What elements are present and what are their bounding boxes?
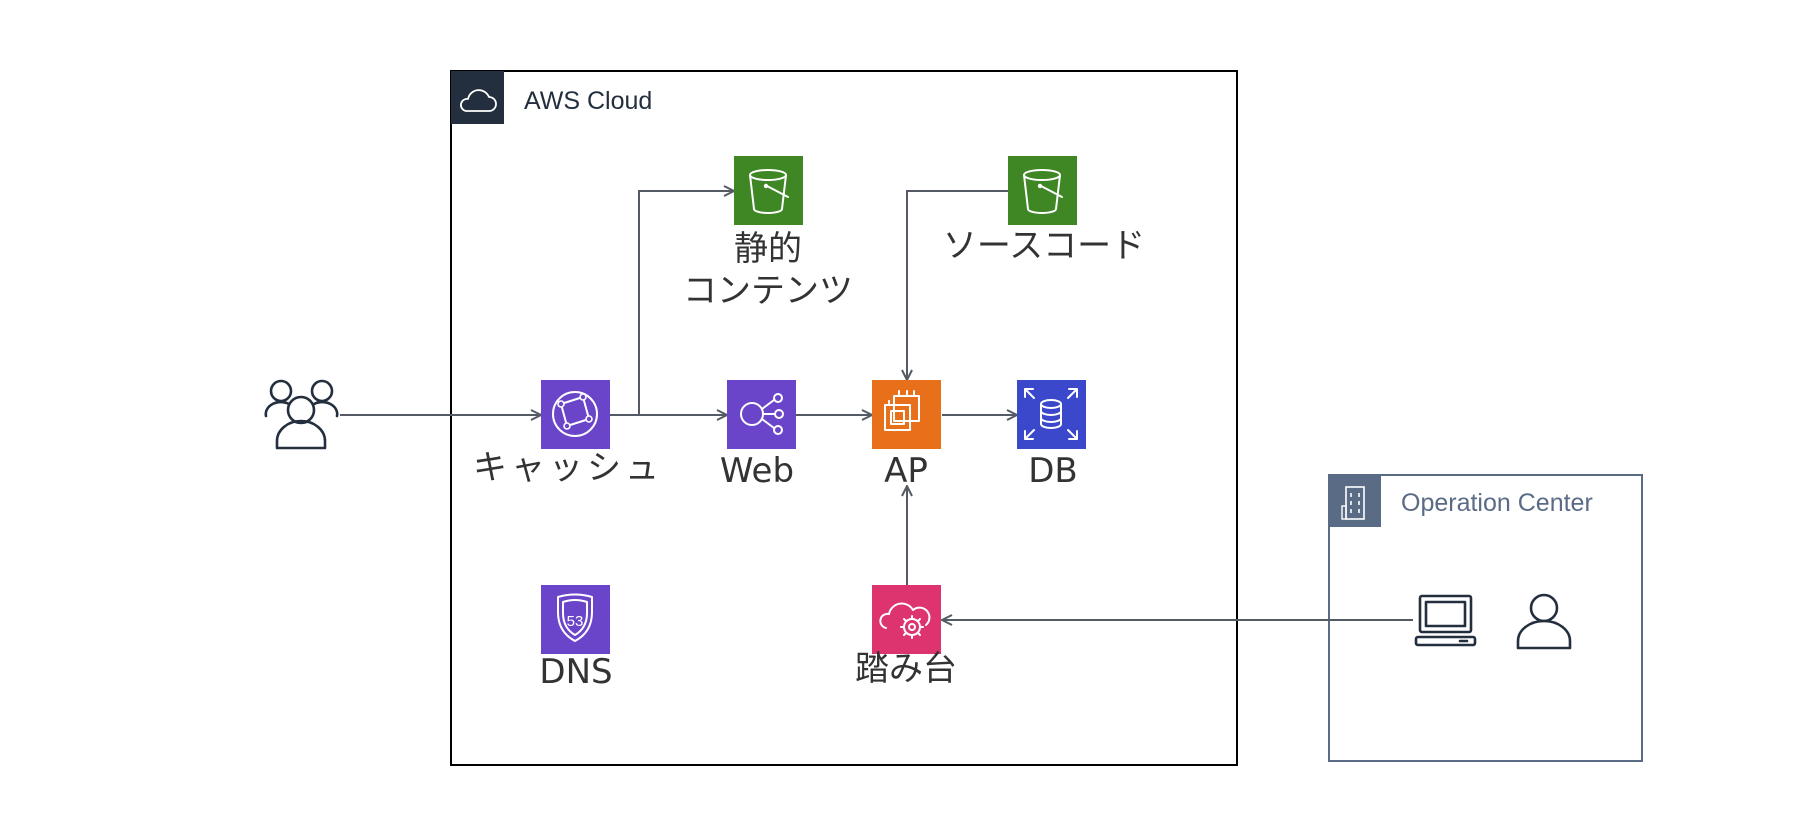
ap-node[interactable]: AP bbox=[872, 380, 941, 491]
connections bbox=[340, 191, 1413, 620]
edge-source-ap bbox=[907, 190, 1008, 380]
web-label: Web bbox=[720, 451, 794, 491]
static-content-node[interactable]: 静的 コンテンツ bbox=[683, 156, 853, 311]
static-content-label-line1: 静的 bbox=[734, 229, 802, 269]
cloud-icon bbox=[460, 89, 497, 112]
aws-group-header-bg bbox=[451, 71, 504, 124]
load-balancer-icon bbox=[727, 380, 796, 449]
bastion-node[interactable]: 踏み台 bbox=[855, 585, 957, 689]
cloudfront-icon bbox=[541, 380, 610, 449]
operation-center-group: Operation Center bbox=[1328, 474, 1643, 762]
users-icon bbox=[264, 379, 339, 450]
bastion-label: 踏み台 bbox=[855, 649, 957, 689]
static-content-label-line2: コンテンツ bbox=[683, 271, 853, 311]
source-code-node[interactable]: ソースコード bbox=[943, 156, 1145, 266]
operation-group-title: Operation Center bbox=[1401, 489, 1593, 517]
s3-bucket-icon bbox=[734, 156, 803, 225]
aws-group-title: AWS Cloud bbox=[524, 87, 652, 115]
aws-cloud-group: AWS Cloud bbox=[450, 70, 1238, 766]
cache-node[interactable]: キャッシュ bbox=[473, 380, 663, 488]
web-node[interactable]: Web bbox=[720, 380, 796, 491]
cloud-gear-icon bbox=[872, 585, 941, 654]
db-node[interactable]: DB bbox=[1017, 380, 1086, 491]
db-label: DB bbox=[1028, 451, 1078, 491]
dns-label: DNS bbox=[539, 652, 612, 692]
route53-shield-text: 53 bbox=[567, 613, 584, 630]
route53-icon bbox=[541, 585, 610, 654]
ap-label: AP bbox=[884, 451, 928, 491]
s3-bucket-icon bbox=[1008, 156, 1077, 225]
laptop-icon bbox=[1414, 594, 1477, 647]
operator-user-icon bbox=[1516, 593, 1572, 650]
building-icon bbox=[1341, 486, 1365, 520]
dns-node[interactable]: 53 DNS bbox=[539, 585, 613, 692]
edge-cache-static bbox=[638, 191, 734, 415]
source-code-label: ソースコード bbox=[943, 226, 1145, 266]
cache-label: キャッシュ bbox=[473, 448, 663, 488]
